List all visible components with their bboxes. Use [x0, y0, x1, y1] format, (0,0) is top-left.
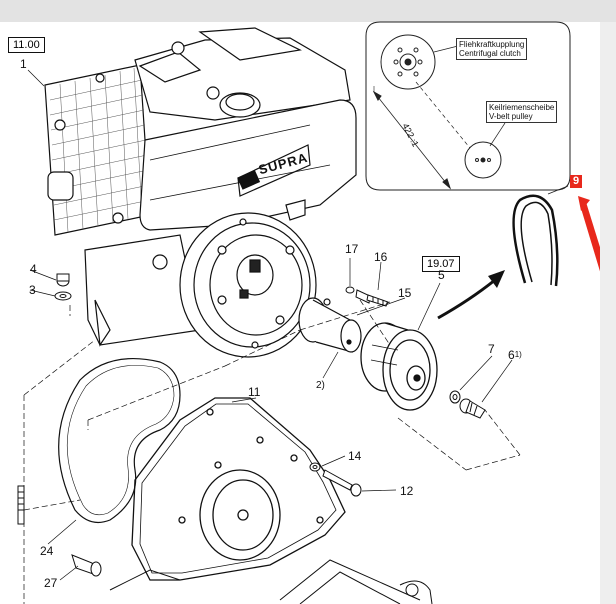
v-belt	[512, 194, 559, 287]
clutch-label-en: Centrifugal clutch	[459, 49, 521, 58]
centrifugal-clutch-drawing	[380, 34, 436, 90]
base-frame	[109, 559, 433, 604]
part-label-11: 11	[248, 385, 261, 399]
ref-box-pulley: 19.07	[422, 256, 460, 272]
part-label-16: 16	[374, 250, 388, 264]
part-label-15: 15	[398, 286, 412, 300]
engine-drawing	[44, 27, 357, 358]
part-label-7: 7	[488, 342, 495, 356]
window-top-bar	[0, 0, 616, 22]
part-label-14: 14	[348, 449, 362, 463]
clutch-label-de: Fliehkraftkupplung	[459, 40, 525, 49]
part-label-1: 1	[20, 57, 27, 71]
pulley-label-de: Keilriemenscheibe	[489, 103, 555, 112]
part-label-4: 4	[30, 262, 37, 276]
pulley	[360, 322, 438, 411]
v-belt-pulley-drawing	[464, 141, 502, 179]
leader-lines	[27, 69, 513, 581]
gasket	[58, 357, 181, 523]
part-label-5: 5	[438, 268, 445, 282]
pulley-callout: Keilriemenscheibe V-belt pulley	[486, 101, 558, 123]
highlighted-part-label[interactable]: 9	[570, 175, 583, 188]
stud-bolt	[17, 485, 102, 577]
part-label-17: 17	[345, 242, 359, 256]
detail-inset	[365, 21, 571, 191]
nut-washer	[54, 273, 72, 301]
pulley-label-en: V-belt pulley	[489, 112, 533, 121]
red-pointer-arrow	[580, 202, 600, 272]
note-label-2: 2)	[316, 380, 325, 391]
ref-box-main: 11.00	[8, 37, 45, 53]
part-label-3: 3	[29, 283, 36, 297]
clutch-callout: Fliehkraftkupplung Centrifugal clutch	[456, 38, 528, 60]
part-number-6: 6	[508, 348, 515, 362]
assembly-lines	[23, 299, 521, 604]
exploded-parts-diagram	[17, 21, 600, 604]
scrollbar-track[interactable]	[600, 22, 616, 604]
part-6-footnote: 1)	[514, 350, 522, 359]
bolt-12-14	[309, 462, 362, 497]
fan-cover	[131, 397, 346, 581]
bolt-6-washer-7	[449, 390, 486, 419]
part-label-6: 61)	[508, 349, 522, 361]
shaft-adapter	[298, 297, 362, 353]
bolt-16-17	[345, 286, 389, 307]
assembly-arrow	[437, 278, 496, 320]
part-label-24: 24	[40, 544, 54, 558]
part-label-27: 27	[44, 576, 58, 590]
part-label-12: 12	[400, 484, 414, 498]
